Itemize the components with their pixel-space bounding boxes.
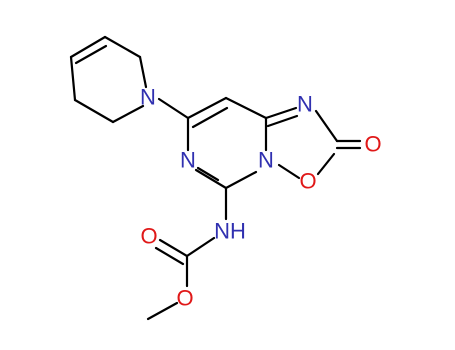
nitrogen-atom-label: N	[180, 148, 196, 173]
bond	[316, 152, 336, 176]
bond	[277, 163, 301, 180]
bond	[196, 166, 220, 182]
bond	[138, 55, 148, 89]
bond	[69, 55, 77, 102]
bond	[224, 96, 268, 120]
bond	[103, 35, 142, 59]
bond	[185, 236, 216, 258]
bond	[74, 44, 108, 65]
bond	[146, 301, 179, 321]
bond	[73, 98, 115, 124]
bond	[224, 170, 258, 190]
nitrogen-atom-label: N	[140, 85, 156, 110]
bond	[314, 109, 339, 143]
nh-atom-label: NH	[214, 219, 246, 244]
bond	[69, 35, 107, 59]
nitrogen-atom-label: N	[258, 148, 274, 173]
bond	[111, 104, 145, 124]
bonds	[69, 35, 362, 321]
bond	[154, 246, 185, 266]
bond	[194, 168, 228, 190]
bond	[266, 114, 299, 128]
bond	[158, 238, 189, 258]
oxygen-atom-label: O	[364, 132, 381, 157]
atom-labels: N N N N O O NH O O	[140, 85, 382, 311]
oxygen-atom-label: O	[176, 286, 193, 311]
nitrogen-atom-label: N	[297, 92, 313, 117]
bond	[264, 106, 298, 120]
bond	[157, 97, 190, 120]
oxygen-atom-label: O	[299, 169, 316, 194]
bond	[186, 96, 228, 120]
oxygen-atom-label: O	[140, 224, 157, 249]
bond	[191, 106, 229, 129]
